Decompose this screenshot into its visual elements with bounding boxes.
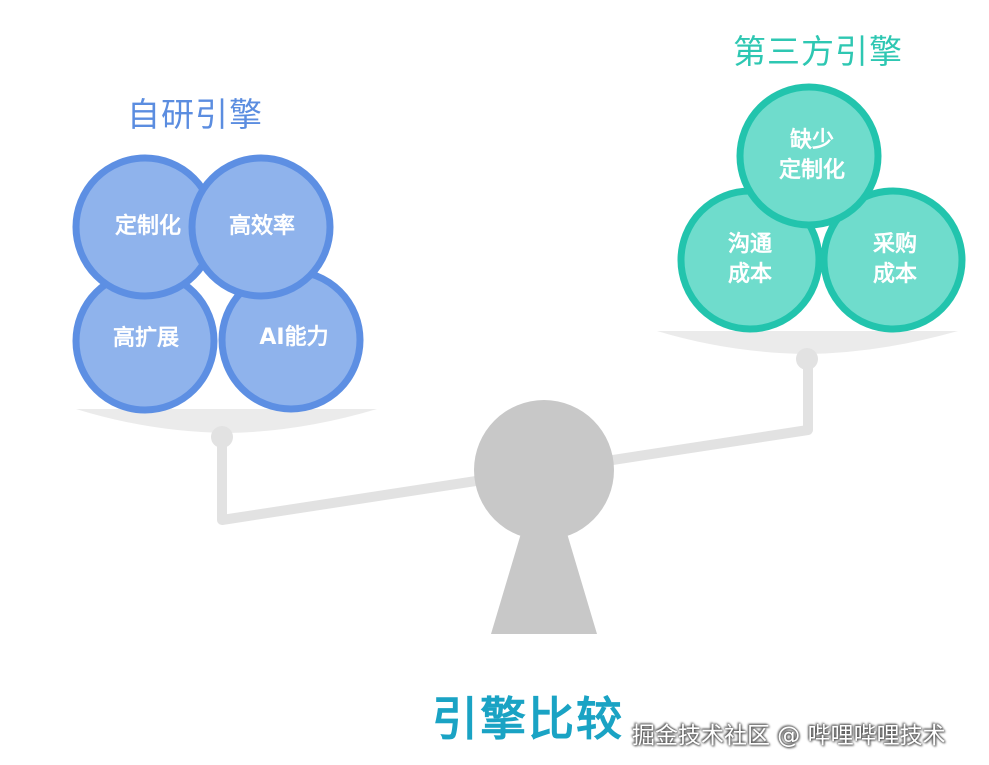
watermark-text: 掘金技术社区 @ 哔哩哔哩技术 (632, 723, 946, 749)
fulcrum-base (491, 530, 597, 634)
ball-label-line: 沟通 (727, 232, 773, 257)
ball-label-line: 成本 (872, 262, 918, 287)
ball-label-line: 定制化 (778, 158, 846, 183)
self-developed-engine-title: 自研引擎 (127, 95, 263, 134)
ball-label-line: 缺少 (789, 128, 835, 153)
ball-label-communication-cost: 沟通 成本 (728, 230, 772, 290)
ball-label-procurement-cost: 采购 成本 (873, 230, 917, 290)
ball-label-ai-capability: AI能力 (259, 325, 329, 350)
engine-comparison-title: 引擎比较 (432, 692, 624, 746)
right-pan-joint (796, 348, 818, 370)
ball-label-line: 成本 (727, 262, 773, 287)
third-party-engine-title: 第三方引擎 (733, 32, 903, 71)
left-pan-joint (211, 426, 233, 448)
right-pan (657, 331, 958, 354)
ball-lack-customization (736, 83, 882, 229)
ball-label-customization: 定制化 (114, 214, 182, 239)
ball-label-high-scalability: 高扩展 (112, 326, 180, 351)
ball-label-high-efficiency: 高效率 (228, 214, 296, 239)
ball-label-lack-customization: 缺少 定制化 (779, 126, 845, 186)
ball-high-efficiency (188, 154, 334, 300)
ball-label-line: 采购 (872, 232, 918, 257)
left-pan (76, 409, 377, 433)
fulcrum-head (474, 400, 614, 540)
ball-procurement-cost (820, 187, 966, 333)
